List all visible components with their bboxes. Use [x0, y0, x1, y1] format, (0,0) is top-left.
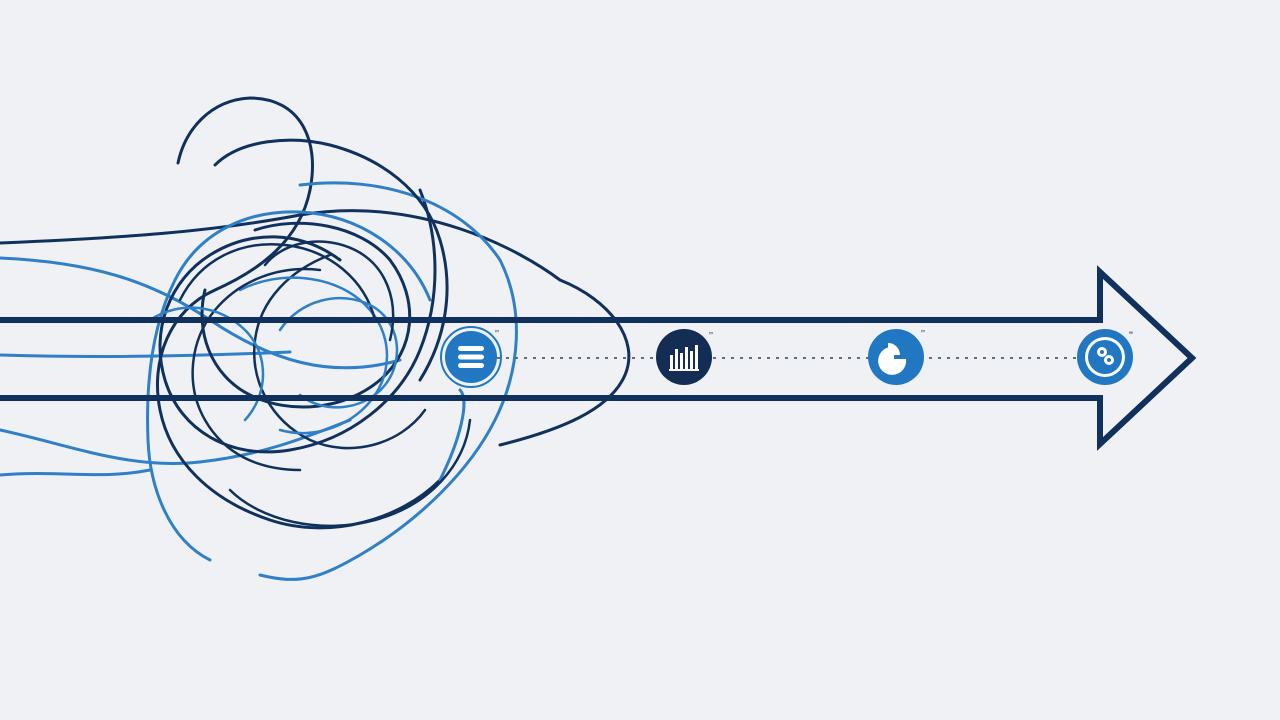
- svg-text:": ": [1129, 330, 1133, 342]
- stage-node-2: '’: [656, 329, 713, 385]
- bar-chart-icon: [669, 345, 699, 371]
- svg-text:'’: '’: [495, 329, 499, 340]
- stage-node-3: '’: [868, 329, 925, 385]
- list-icon: [458, 346, 484, 368]
- tangled-lines: [0, 96, 631, 581]
- svg-text:'’: '’: [921, 329, 925, 340]
- svg-text:'’: '’: [709, 331, 713, 342]
- gear-icon: [1097, 347, 1114, 365]
- stage-node-4: ": [1077, 329, 1133, 385]
- pie-chart-icon: [878, 343, 907, 375]
- progress-arrow: [0, 265, 1197, 451]
- stage-node-1: '’: [440, 326, 502, 388]
